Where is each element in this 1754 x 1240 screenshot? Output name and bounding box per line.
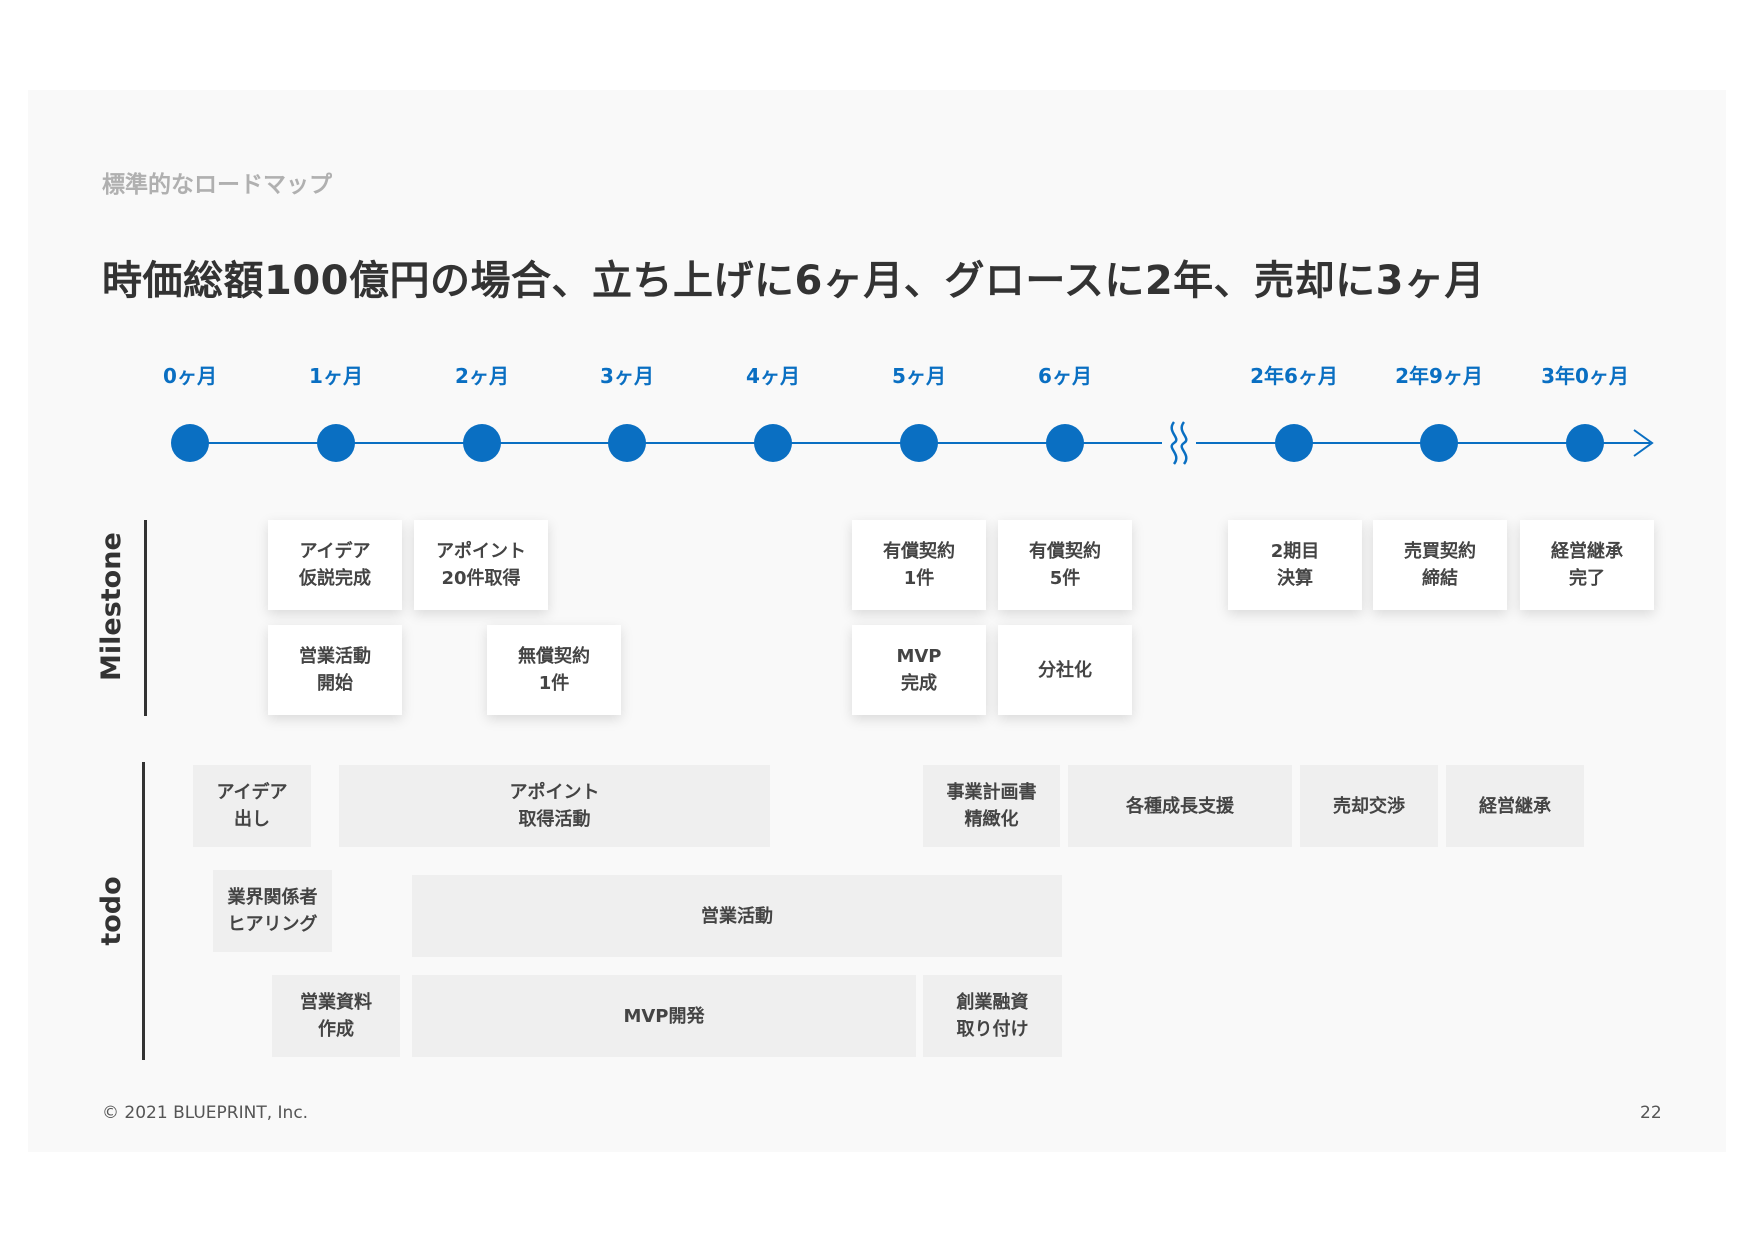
timeline-label: 6ヶ月 bbox=[1038, 364, 1092, 388]
todo-block: アイデア 出し bbox=[193, 765, 311, 847]
milestone-card: 経営継承 完了 bbox=[1520, 520, 1654, 610]
slide-subtitle: 標準的なロードマップ bbox=[102, 172, 332, 198]
todo-section-bar bbox=[142, 762, 145, 1060]
milestone-card: アイデア 仮説完成 bbox=[268, 520, 402, 610]
timeline-dot bbox=[754, 424, 792, 462]
milestone-card: 売買契約 締結 bbox=[1373, 520, 1507, 610]
timeline-dot bbox=[1420, 424, 1458, 462]
milestone-card: 分社化 bbox=[998, 625, 1132, 715]
timeline-dot bbox=[1275, 424, 1313, 462]
timeline-label: 1ヶ月 bbox=[309, 364, 363, 388]
footer-copyright: © 2021 BLUEPRINT, Inc. bbox=[102, 1103, 309, 1123]
todo-block: 営業活動 bbox=[412, 875, 1062, 957]
timeline-dot bbox=[608, 424, 646, 462]
todo-block: 営業資料 作成 bbox=[272, 975, 400, 1057]
arrow-right-icon bbox=[1632, 428, 1656, 462]
timeline-label: 5ヶ月 bbox=[892, 364, 946, 388]
timeline-dot bbox=[1566, 424, 1604, 462]
timeline-label: 2年9ヶ月 bbox=[1395, 364, 1483, 388]
timeline-label: 2年6ヶ月 bbox=[1250, 364, 1338, 388]
milestone-card: 営業活動 開始 bbox=[268, 625, 402, 715]
timeline-label: 3年0ヶ月 bbox=[1541, 364, 1629, 388]
todo-block: 創業融資 取り付け bbox=[923, 975, 1062, 1057]
timeline-dot bbox=[1046, 424, 1084, 462]
timeline-dot bbox=[900, 424, 938, 462]
slide-title: 時価総額100億円の場合、立ち上げに6ヶ月、グロースに2年、売却に3ヶ月 bbox=[102, 258, 1485, 304]
milestone-card: MVP 完成 bbox=[852, 625, 986, 715]
milestone-section-label: Milestone bbox=[96, 532, 127, 681]
timeline-label: 4ヶ月 bbox=[746, 364, 800, 388]
milestone-card: アポイント 20件取得 bbox=[414, 520, 548, 610]
milestone-card: 有償契約 5件 bbox=[998, 520, 1132, 610]
timeline-dot bbox=[463, 424, 501, 462]
timeline-dot bbox=[171, 424, 209, 462]
todo-block: 各種成長支援 bbox=[1068, 765, 1292, 847]
break-wave-icon bbox=[1170, 421, 1188, 465]
todo-block: 事業計画書 精緻化 bbox=[923, 765, 1060, 847]
timeline-label: 2ヶ月 bbox=[455, 364, 509, 388]
milestone-card: 有償契約 1件 bbox=[852, 520, 986, 610]
milestone-card: 無償契約 1件 bbox=[487, 625, 621, 715]
todo-block: 売却交渉 bbox=[1300, 765, 1438, 847]
timeline-dot bbox=[317, 424, 355, 462]
page-number: 22 bbox=[1640, 1103, 1662, 1123]
timeline-label: 3ヶ月 bbox=[600, 364, 654, 388]
milestone-card: 2期目 決算 bbox=[1228, 520, 1362, 610]
todo-block: アポイント 取得活動 bbox=[339, 765, 770, 847]
todo-block: 経営継承 bbox=[1446, 765, 1584, 847]
timeline-label: 0ヶ月 bbox=[163, 364, 217, 388]
timeline-break bbox=[1162, 418, 1196, 468]
todo-section-label: todo bbox=[96, 876, 127, 946]
milestone-section-bar bbox=[144, 520, 147, 716]
todo-block: 業界関係者 ヒアリング bbox=[213, 870, 332, 952]
todo-block: MVP開発 bbox=[412, 975, 916, 1057]
